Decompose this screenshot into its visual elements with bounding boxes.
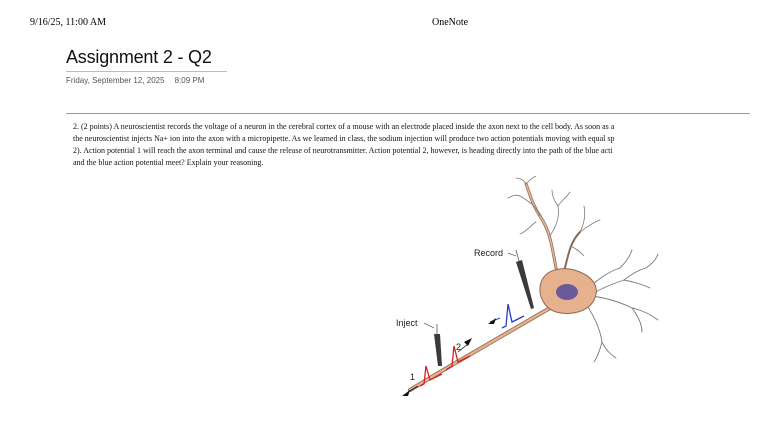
question-line: the neuroscientist injects Na+ ion into …	[73, 134, 615, 143]
record-label: Record	[474, 248, 503, 258]
title-divider	[66, 71, 227, 72]
inject-pipette	[434, 324, 442, 366]
question-text: 2. (2 points) A neuroscientist records t…	[73, 121, 750, 169]
red-action-potential-1	[419, 365, 443, 387]
axon	[408, 306, 552, 392]
record-electrode	[515, 249, 534, 309]
inject-label: Inject	[396, 318, 418, 328]
nucleus	[556, 284, 578, 300]
question-line: 2). Action potential 1 will reach the ax…	[73, 146, 613, 155]
ap1-arrow-icon	[402, 390, 410, 396]
page-date: Friday, September 12, 2025	[66, 76, 165, 85]
question-line: and the blue action potential meet? Expl…	[73, 158, 264, 167]
ap2-arrow-icon	[464, 338, 472, 346]
red-action-potential-2	[445, 345, 471, 371]
print-header: 9/16/25, 11:00 AM OneNote	[0, 17, 784, 31]
page-meta: Friday, September 12, 2025 8:09 PM	[66, 76, 204, 85]
print-app-name: OneNote	[432, 17, 469, 28]
question-line: 2. (2 points) A neuroscientist records t…	[73, 122, 615, 131]
basal-dendrites	[585, 249, 659, 363]
content-divider	[66, 113, 750, 114]
neuron-diagram: Record Inject 2 1	[396, 176, 659, 396]
neuron-figure: Record Inject 2 1	[380, 176, 690, 406]
page-title: Assignment 2 - Q2	[66, 47, 212, 67]
action-potential-1-label: 1	[410, 372, 415, 382]
apical-dendrites	[507, 176, 601, 273]
blue-arrow-icon	[488, 318, 496, 324]
page-time: 8:09 PM	[174, 76, 205, 85]
action-potential-2-label: 2	[456, 342, 461, 352]
print-datetime: 9/16/25, 11:00 AM	[30, 17, 107, 28]
